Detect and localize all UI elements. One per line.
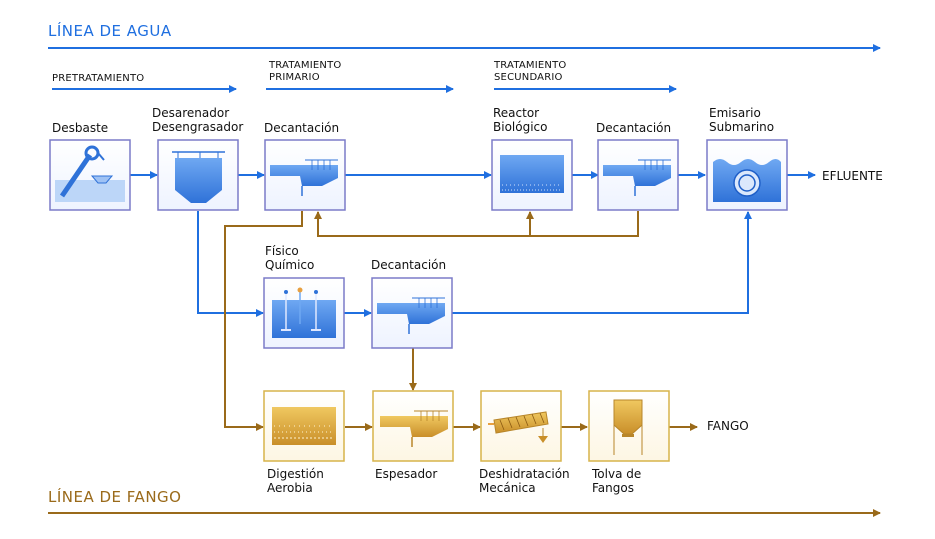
label-deshidratacion-2: Mecánica bbox=[479, 481, 536, 495]
label-decantacion-physchem: Decantación bbox=[371, 258, 447, 272]
label-reactor-2: Biológico bbox=[493, 120, 548, 134]
label-tolva-1: Tolva de bbox=[592, 467, 642, 481]
label-tolva-2: Fangos bbox=[592, 481, 634, 495]
box-deshidratacion bbox=[480, 390, 562, 462]
phase-primary-label-2: PRIMARIO bbox=[269, 72, 320, 83]
label-decantacion-secondary: Decantación bbox=[596, 121, 672, 135]
sludge-recirculation bbox=[314, 211, 639, 237]
box-desbaste bbox=[49, 139, 131, 211]
label-fisico-1: Físico bbox=[265, 244, 299, 258]
label-emisario-2: Submarino bbox=[709, 120, 775, 134]
label-fango: FANGO bbox=[707, 419, 749, 433]
phase-secondary-label-2: SECUNDARIO bbox=[494, 72, 563, 83]
box-reactor bbox=[491, 139, 573, 211]
label-espesador: Espesador bbox=[375, 467, 438, 481]
box-decantacion-physchem bbox=[371, 277, 453, 349]
label-desbaste: Desbaste bbox=[52, 121, 109, 135]
water-line-title: LÍNEA DE AGUA bbox=[48, 22, 172, 40]
phase-secondary-label-1: TRATAMIENTO bbox=[494, 60, 567, 71]
label-fisico-2: Químico bbox=[265, 258, 315, 272]
phase-pretreatment-label: PRETRATAMIENTO bbox=[52, 73, 145, 84]
box-emisario bbox=[706, 139, 788, 211]
label-reactor-1: Reactor bbox=[493, 106, 540, 120]
label-decantacion-primary: Decantación bbox=[264, 121, 340, 135]
box-digestion bbox=[263, 390, 345, 462]
flow-to-fisico-quimico bbox=[197, 211, 264, 317]
sludge-primary-to-digestion bbox=[224, 211, 303, 431]
label-emisario-1: Emisario bbox=[709, 106, 761, 120]
label-desarenador-2: Desengrasador bbox=[152, 120, 244, 134]
phase-primary-label-1: TRATAMIENTO bbox=[269, 60, 342, 71]
box-tolva bbox=[588, 390, 670, 462]
box-decantacion-secondary bbox=[597, 139, 679, 211]
label-desarenador-1: Desarenador bbox=[152, 106, 230, 120]
flow-decantacion-to-emisario bbox=[452, 211, 752, 314]
label-deshidratacion-1: Deshidratación bbox=[479, 467, 570, 481]
label-efluente: EFLUENTE bbox=[822, 169, 883, 183]
label-digestion-1: Digestión bbox=[267, 467, 324, 481]
label-digestion-2: Aerobia bbox=[267, 481, 313, 495]
box-desarenador bbox=[157, 139, 239, 211]
box-decantacion-primary bbox=[264, 139, 346, 211]
box-fisico-quimico bbox=[263, 277, 345, 349]
box-espesador bbox=[372, 390, 454, 462]
sludge-line-title: LÍNEA DE FANGO bbox=[48, 488, 182, 506]
